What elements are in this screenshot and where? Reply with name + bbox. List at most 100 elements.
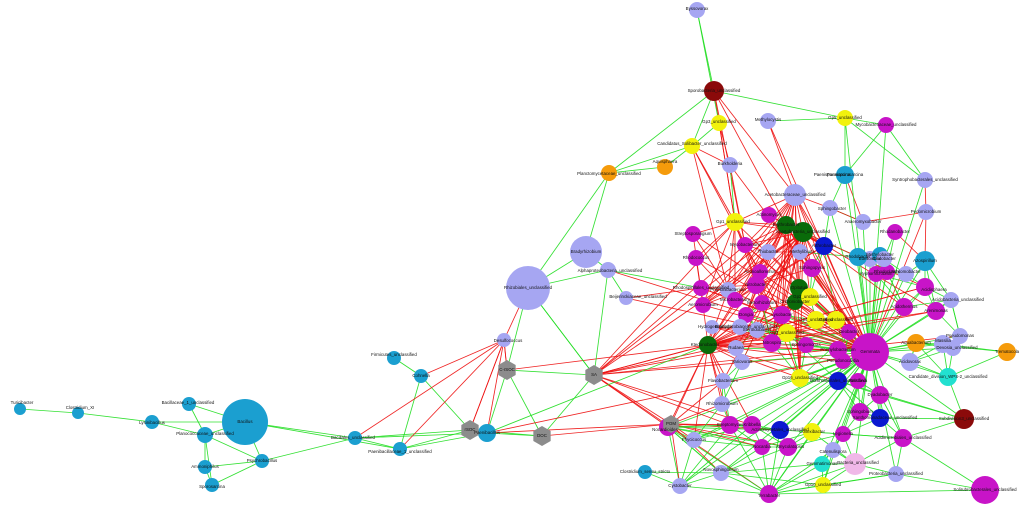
node-layer[interactable] (14, 2, 1016, 504)
graph-node[interactable] (901, 353, 919, 371)
graph-node[interactable] (971, 476, 999, 504)
graph-node[interactable] (743, 416, 761, 434)
graph-node[interactable] (348, 431, 362, 445)
graph-node[interactable] (844, 453, 866, 475)
graph-node[interactable] (787, 294, 803, 310)
graph-node[interactable] (943, 292, 959, 308)
graph-node[interactable] (807, 311, 825, 329)
graph-node[interactable] (907, 334, 925, 352)
graph-node[interactable] (672, 478, 688, 494)
graph-node[interactable] (815, 477, 831, 493)
graph-node[interactable] (570, 236, 602, 268)
graph-node[interactable] (887, 224, 903, 240)
graph-node[interactable] (850, 373, 866, 389)
graph-node[interactable] (498, 360, 516, 380)
graph-node[interactable] (715, 373, 731, 389)
graph-node[interactable] (814, 456, 830, 472)
graph-node[interactable] (760, 113, 776, 129)
graph-node[interactable] (851, 333, 889, 371)
graph-node[interactable] (695, 297, 711, 313)
graph-node[interactable] (711, 115, 727, 131)
graph-node[interactable] (763, 334, 781, 352)
graph-node[interactable] (798, 337, 814, 353)
graph-node[interactable] (737, 237, 753, 253)
graph-node[interactable] (461, 420, 479, 440)
graph-node[interactable] (792, 244, 808, 260)
graph-node[interactable] (895, 298, 913, 316)
graph-node[interactable] (822, 200, 838, 216)
graph-node[interactable] (601, 165, 617, 181)
graph-node[interactable] (760, 244, 776, 260)
graph-node[interactable] (791, 369, 809, 387)
graph-node[interactable] (738, 307, 754, 323)
graph-node[interactable] (387, 351, 401, 365)
graph-node[interactable] (871, 386, 889, 404)
graph-node[interactable] (849, 248, 867, 266)
graph-node[interactable] (898, 266, 914, 282)
graph-node[interactable] (721, 416, 739, 434)
graph-node[interactable] (835, 426, 851, 442)
graph-node[interactable] (728, 340, 744, 356)
graph-node[interactable] (829, 341, 847, 359)
graph-node[interactable] (198, 460, 212, 474)
graph-node[interactable] (619, 291, 633, 305)
graph-node[interactable] (704, 81, 724, 101)
graph-node[interactable] (954, 409, 974, 429)
graph-node[interactable] (600, 262, 616, 278)
graph-node[interactable] (685, 226, 701, 242)
graph-node[interactable] (801, 288, 819, 306)
graph-node[interactable] (182, 397, 196, 411)
graph-node[interactable] (779, 438, 797, 456)
graph-node[interactable] (888, 466, 904, 482)
graph-node[interactable] (414, 369, 428, 383)
graph-node[interactable] (533, 426, 551, 446)
graph-node[interactable] (393, 442, 407, 456)
graph-node[interactable] (871, 409, 889, 427)
graph-node[interactable] (915, 251, 935, 271)
graph-node[interactable] (827, 311, 845, 329)
graph-node[interactable] (998, 343, 1016, 361)
graph-node[interactable] (657, 159, 673, 175)
graph-node[interactable] (255, 454, 269, 468)
graph-node[interactable] (754, 295, 770, 311)
graph-node[interactable] (771, 421, 789, 439)
graph-node[interactable] (693, 280, 709, 296)
graph-node[interactable] (917, 172, 933, 188)
graph-node[interactable] (726, 213, 744, 231)
graph-node[interactable] (197, 427, 213, 443)
graph-node[interactable] (722, 157, 738, 173)
graph-node[interactable] (734, 354, 750, 370)
graph-node[interactable] (777, 216, 795, 234)
graph-node[interactable] (688, 250, 704, 266)
graph-node[interactable] (72, 407, 84, 419)
graph-node[interactable] (760, 485, 778, 503)
graph-node[interactable] (803, 259, 821, 277)
graph-node[interactable] (686, 432, 702, 448)
graph-node[interactable] (952, 328, 968, 344)
graph-node[interactable] (663, 415, 679, 433)
graph-node[interactable] (841, 324, 857, 340)
graph-node[interactable] (927, 302, 945, 320)
graph-node[interactable] (916, 278, 934, 296)
graph-node[interactable] (699, 336, 717, 354)
graph-node[interactable] (778, 324, 796, 342)
graph-node[interactable] (876, 251, 892, 267)
graph-node[interactable] (478, 424, 496, 442)
graph-node[interactable] (939, 368, 957, 386)
graph-node[interactable] (825, 442, 841, 458)
graph-node[interactable] (761, 207, 777, 223)
graph-node[interactable] (714, 396, 730, 412)
graph-node[interactable] (829, 372, 847, 390)
graph-node[interactable] (727, 292, 743, 308)
graph-node[interactable] (14, 403, 26, 415)
graph-node[interactable] (713, 465, 729, 481)
graph-node[interactable] (689, 2, 705, 18)
graph-node[interactable] (784, 184, 806, 206)
graph-node[interactable] (749, 322, 765, 338)
graph-node[interactable] (145, 415, 159, 429)
graph-node[interactable] (836, 166, 854, 184)
graph-node[interactable] (815, 237, 833, 255)
graph-node[interactable] (638, 465, 652, 479)
